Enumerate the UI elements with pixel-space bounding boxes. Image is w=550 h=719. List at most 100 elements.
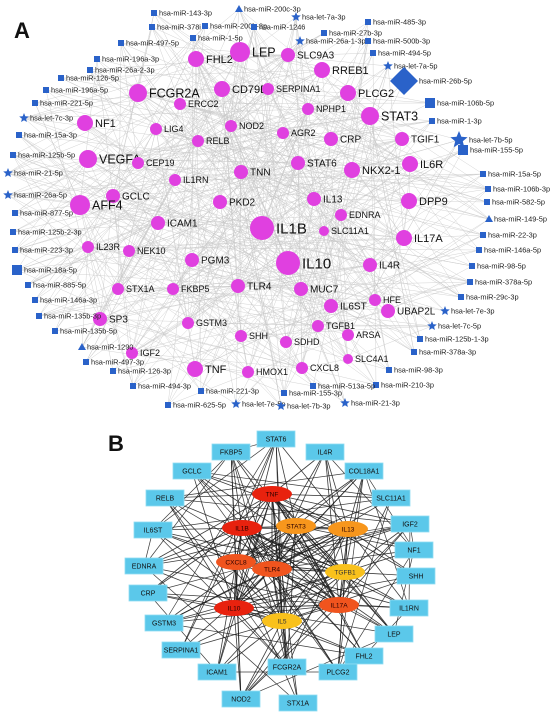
gene-node-il17a[interactable]: IL17A bbox=[396, 230, 443, 246]
gene-node-relb[interactable]: RELB bbox=[192, 135, 230, 147]
gene-node-nkx2-1[interactable]: NKX2-1 bbox=[344, 162, 401, 178]
mirna-node-hsa-mir-18a-5p[interactable]: hsa-miR-18a-5p bbox=[12, 265, 77, 275]
mirna-node-hsa-let-7a-3p[interactable]: hsa-let-7a-3p bbox=[291, 12, 346, 22]
gene-node-igf2[interactable]: IGF2 bbox=[390, 515, 430, 533]
gene-node-shh[interactable]: SHH bbox=[235, 330, 268, 342]
gene-node-nf1[interactable]: NF1 bbox=[394, 541, 434, 559]
mirna-node-hsa-mir-106b-3p[interactable]: hsa-miR-106b-3p bbox=[485, 185, 550, 194]
mirna-node-hsa-mir-21-3p[interactable]: hsa-miR-21-3p bbox=[340, 398, 400, 408]
mirna-node-hsa-mir-29c-3p[interactable]: hsa-miR-29c-3p bbox=[458, 293, 519, 302]
gene-node-stat6[interactable]: STAT6 bbox=[291, 156, 337, 170]
mirna-node-hsa-let-7a-5p[interactable]: hsa-let-7a-5p bbox=[383, 61, 438, 71]
gene-node-ednra[interactable]: EDNRA bbox=[124, 557, 164, 575]
gene-node-slc11a1[interactable]: SLC11A1 bbox=[319, 226, 369, 236]
gene-node-pgm3[interactable]: PGM3 bbox=[185, 253, 230, 267]
gene-node-gstm3[interactable]: GSTM3 bbox=[182, 317, 227, 329]
gene-node-nek10[interactable]: NEK10 bbox=[123, 245, 166, 257]
mirna-node-hsa-mir-500b-3p[interactable]: hsa-miR-500b-3p bbox=[365, 37, 430, 46]
gene-node-shh[interactable]: SHH bbox=[396, 567, 436, 585]
gene-node-muc7[interactable]: MUC7 bbox=[294, 282, 339, 296]
mirna-node-hsa-mir-497-3p[interactable]: hsa-miR-497-3p bbox=[83, 358, 144, 367]
hub-node-stat3[interactable]: STAT3 bbox=[276, 518, 316, 534]
gene-node-slc4a1[interactable]: SLC4A1 bbox=[343, 354, 389, 364]
hub-node-il5[interactable]: IL5 bbox=[262, 613, 302, 629]
mirna-node-hsa-let-7b-3p[interactable]: hsa-let-7b-3p bbox=[276, 401, 331, 411]
mirna-node-hsa-mir-15a-3p[interactable]: hsa-miR-15a-3p bbox=[16, 131, 77, 140]
gene-node-arsa[interactable]: ARSA bbox=[342, 329, 381, 341]
mirna-node-hsa-mir-485-3p[interactable]: hsa-miR-485-3p bbox=[365, 18, 426, 27]
mirna-node-hsa-mir-494-3p[interactable]: hsa-miR-494-3p bbox=[130, 382, 191, 391]
mirna-node-hsa-mir-582-5p[interactable]: hsa-miR-582-5p bbox=[484, 198, 545, 207]
mirna-node-hsa-mir-98-5p[interactable]: hsa-miR-98-5p bbox=[469, 262, 526, 271]
hub-node-il17a[interactable]: IL17A bbox=[319, 597, 359, 613]
mirna-node-hsa-mir-125b-1-3p[interactable]: hsa-miR-125b-1-3p bbox=[417, 335, 489, 344]
gene-node-plcg2[interactable]: PLCG2 bbox=[318, 663, 358, 681]
mirna-node-hsa-mir-1290[interactable]: hsa-miR-1290 bbox=[78, 343, 133, 352]
mirna-node-hsa-mir-106b-5p[interactable]: hsa-miR-106b-5p bbox=[425, 98, 494, 108]
hub-node-tnf[interactable]: TNF bbox=[252, 486, 292, 502]
gene-node-fcgr2a[interactable]: FCGR2A bbox=[267, 658, 307, 676]
gene-node-stat3[interactable]: STAT3 bbox=[361, 107, 418, 125]
hub-node-tlr4[interactable]: TLR4 bbox=[252, 561, 292, 577]
mirna-node-hsa-mir-196a-5p[interactable]: hsa-miR-196a-5p bbox=[43, 86, 108, 95]
mirna-node-hsa-mir-22-3p[interactable]: hsa-miR-22-3p bbox=[480, 231, 537, 240]
mirna-node-hsa-mir-21-5p[interactable]: hsa-miR-21-5p bbox=[3, 168, 63, 178]
gene-node-agr2[interactable]: AGR2 bbox=[277, 127, 316, 139]
mirna-node-hsa-mir-1-3p[interactable]: hsa-miR-1-3p bbox=[429, 117, 482, 126]
gene-node-ercc2[interactable]: ERCC2 bbox=[174, 98, 219, 110]
mirna-node-hsa-mir-125b-5p[interactable]: hsa-miR-125b-5p bbox=[10, 151, 75, 160]
mirna-node-hsa-mir-223-3p[interactable]: hsa-miR-223-3p bbox=[12, 246, 73, 255]
mirna-node-hsa-mir-200b-3p[interactable]: hsa-miR-200b-3p bbox=[202, 22, 267, 31]
mirna-node-hsa-mir-26a-5p[interactable]: hsa-miR-26a-5p bbox=[3, 190, 67, 200]
mirna-node-hsa-mir-26a-2-3p[interactable]: hsa-miR-26a-2-3p bbox=[87, 66, 155, 75]
gene-node-fhl2[interactable]: FHL2 bbox=[188, 51, 233, 67]
gene-node-tnf[interactable]: TNF bbox=[187, 361, 227, 377]
mirna-node-hsa-mir-378a-3p[interactable]: hsa-miR-378a-3p bbox=[411, 348, 476, 357]
gene-node-serpina1[interactable]: SERPINA1 bbox=[161, 641, 201, 659]
gene-node-lep[interactable]: LEP bbox=[230, 42, 276, 62]
gene-node-fkbp5[interactable]: FKBP5 bbox=[167, 283, 210, 295]
mirna-node-hsa-mir-135b-5p[interactable]: hsa-miR-135b-5p bbox=[52, 327, 117, 336]
gene-node-sdhd[interactable]: SDHD bbox=[280, 336, 320, 348]
mirna-node-hsa-mir-196a-3p[interactable]: hsa-miR-196a-3p bbox=[94, 55, 159, 64]
gene-node-plcg2[interactable]: PLCG2 bbox=[340, 85, 394, 101]
mirna-node-hsa-mir-221-3p[interactable]: hsa-miR-221-3p bbox=[198, 387, 259, 396]
gene-node-il6r[interactable]: IL6R bbox=[402, 156, 443, 172]
hub-node-tgfb1[interactable]: TGFB1 bbox=[325, 564, 365, 580]
gene-node-igf2[interactable]: IGF2 bbox=[126, 347, 160, 359]
gene-node-il1rn[interactable]: IL1RN bbox=[389, 599, 429, 617]
mirna-node-hsa-mir-143-3p[interactable]: hsa-miR-143-3p bbox=[151, 9, 212, 18]
gene-node-cd79b[interactable]: CD79B bbox=[214, 81, 267, 97]
gene-node-stx1a[interactable]: STX1A bbox=[112, 283, 155, 295]
hub-node-il13[interactable]: IL13 bbox=[328, 521, 368, 537]
gene-node-tgfb1[interactable]: TGFB1 bbox=[312, 320, 355, 332]
mirna-node-hsa-mir-513a-5p[interactable]: hsa-miR-513a-5p bbox=[310, 382, 375, 391]
mirna-node-hsa-mir-221-5p[interactable]: hsa-miR-221-5p bbox=[32, 99, 93, 108]
gene-node-fcgr2a[interactable]: FCGR2A bbox=[129, 84, 200, 102]
mirna-node-hsa-mir-1246[interactable]: hsa-miR-1246 bbox=[251, 23, 305, 32]
gene-node-pkd2[interactable]: PKD2 bbox=[213, 195, 256, 209]
gene-node-icam1[interactable]: ICAM1 bbox=[151, 216, 198, 230]
mirna-node-hsa-mir-26a-1-3p[interactable]: hsa-miR-26a-1-3p bbox=[295, 36, 366, 46]
gene-node-tlr4[interactable]: TLR4 bbox=[231, 279, 272, 293]
gene-node-vegfa[interactable]: VEGFA bbox=[79, 150, 141, 168]
mirna-node-hsa-mir-378i[interactable]: hsa-miR-378i bbox=[149, 23, 201, 32]
mirna-node-hsa-mir-200c-3p[interactable]: hsa-miR-200c-3p bbox=[235, 5, 301, 14]
mirna-node-hsa-mir-155-5p[interactable]: hsa-miR-155-5p bbox=[458, 145, 523, 155]
mirna-node-hsa-mir-378a-5p[interactable]: hsa-miR-378a-5p bbox=[467, 278, 532, 287]
gene-node-fhl2[interactable]: FHL2 bbox=[344, 647, 384, 665]
gene-node-tgif1[interactable]: TGIF1 bbox=[395, 132, 440, 146]
gene-node-icam1[interactable]: ICAM1 bbox=[197, 663, 237, 681]
gene-node-tnn[interactable]: TNN bbox=[234, 165, 271, 179]
gene-node-hfe[interactable]: HFE bbox=[369, 294, 401, 306]
gene-node-il1b[interactable]: IL1B bbox=[250, 216, 307, 240]
mirna-node-hsa-mir-625-5p[interactable]: hsa-miR-625-5p bbox=[165, 401, 226, 410]
gene-node-hmox1[interactable]: HMOX1 bbox=[242, 366, 288, 378]
gene-node-gstm3[interactable]: GSTM3 bbox=[144, 614, 184, 632]
gene-node-gclc[interactable]: GCLC bbox=[172, 462, 212, 480]
mirna-node-hsa-let-7e-3p[interactable]: hsa-let-7e-3p bbox=[440, 306, 495, 316]
gene-node-sp3[interactable]: SP3 bbox=[93, 312, 128, 326]
mirna-node-hsa-mir-15a-5p[interactable]: hsa-miR-15a-5p bbox=[480, 170, 541, 179]
gene-node-cxcl8[interactable]: CXCL8 bbox=[296, 362, 339, 374]
gene-node-serpina1[interactable]: SERPINA1 bbox=[262, 83, 321, 95]
